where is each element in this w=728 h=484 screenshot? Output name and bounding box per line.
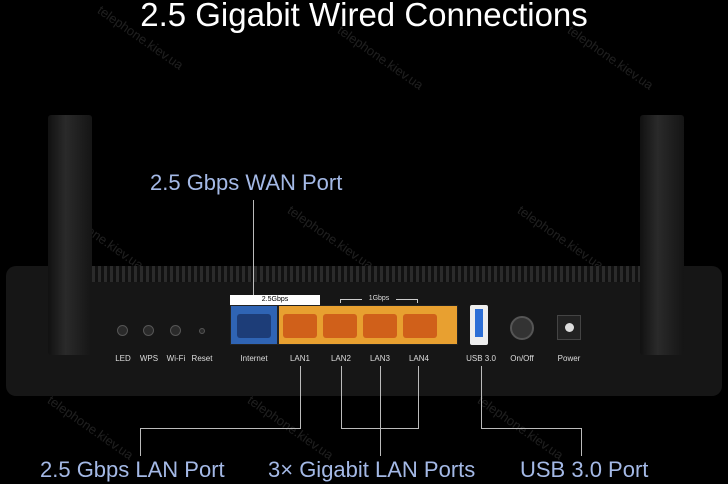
lan4-port xyxy=(403,314,437,338)
label-wps: WPS xyxy=(139,354,159,363)
usb-callout-line xyxy=(481,428,581,429)
label-lan1: LAN1 xyxy=(289,354,310,363)
lan1-callout-line xyxy=(300,366,301,428)
wan-callout: 2.5 Gbps WAN Port xyxy=(150,170,343,195)
lan25-callout: 2.5 Gbps LAN Port xyxy=(40,457,225,482)
lan1-port xyxy=(283,314,317,338)
wan-speed-label: 2.5Gbps xyxy=(230,295,320,305)
usb-callout: USB 3.0 Port xyxy=(520,457,649,482)
gig-callout-line xyxy=(341,366,342,428)
headline: 2.5 Gigabit Wired Connections xyxy=(140,0,588,33)
watermark: telephone.kiev.ua xyxy=(514,202,607,273)
power-jack xyxy=(557,315,581,340)
lan-speed-label: 1Gbps xyxy=(362,295,396,302)
power-switch[interactable] xyxy=(510,316,534,340)
label-lan4: LAN4 xyxy=(408,354,429,363)
gig-callout-line xyxy=(341,428,419,429)
label-usb: USB 3.0 xyxy=(466,354,496,363)
internet-port xyxy=(230,305,278,345)
gig-callout-line xyxy=(380,366,381,456)
gig-callout-line xyxy=(418,366,419,428)
lan1-callout-line xyxy=(140,428,301,429)
watermark: telephone.kiev.ua xyxy=(284,202,377,273)
gig-callout: 3× Gigabit LAN Ports xyxy=(268,457,476,482)
lan1-callout-line xyxy=(140,428,141,456)
lan-port-block xyxy=(278,305,458,345)
reset-button[interactable] xyxy=(199,328,205,334)
wifi-button[interactable] xyxy=(170,325,181,336)
label-lan2: LAN2 xyxy=(330,354,351,363)
wan-callout-line xyxy=(253,200,254,295)
label-onoff: On/Off xyxy=(510,354,534,363)
antenna-right xyxy=(640,115,684,355)
lan3-port xyxy=(363,314,397,338)
label-power: Power xyxy=(557,354,581,363)
usb-callout-line xyxy=(481,366,482,428)
antenna-left xyxy=(48,115,92,355)
label-led: LED xyxy=(115,354,131,363)
watermark: telephone.kiev.ua xyxy=(44,392,137,463)
label-reset: Reset xyxy=(191,354,213,363)
lan2-port xyxy=(323,314,357,338)
usb-callout-line xyxy=(581,428,582,456)
label-lan3: LAN3 xyxy=(369,354,390,363)
label-internet: Internet xyxy=(240,354,268,363)
label-wifi: Wi-Fi xyxy=(166,354,186,363)
vent-grille xyxy=(92,266,640,282)
led-button[interactable] xyxy=(117,325,128,336)
wps-button[interactable] xyxy=(143,325,154,336)
usb-port xyxy=(470,305,488,345)
